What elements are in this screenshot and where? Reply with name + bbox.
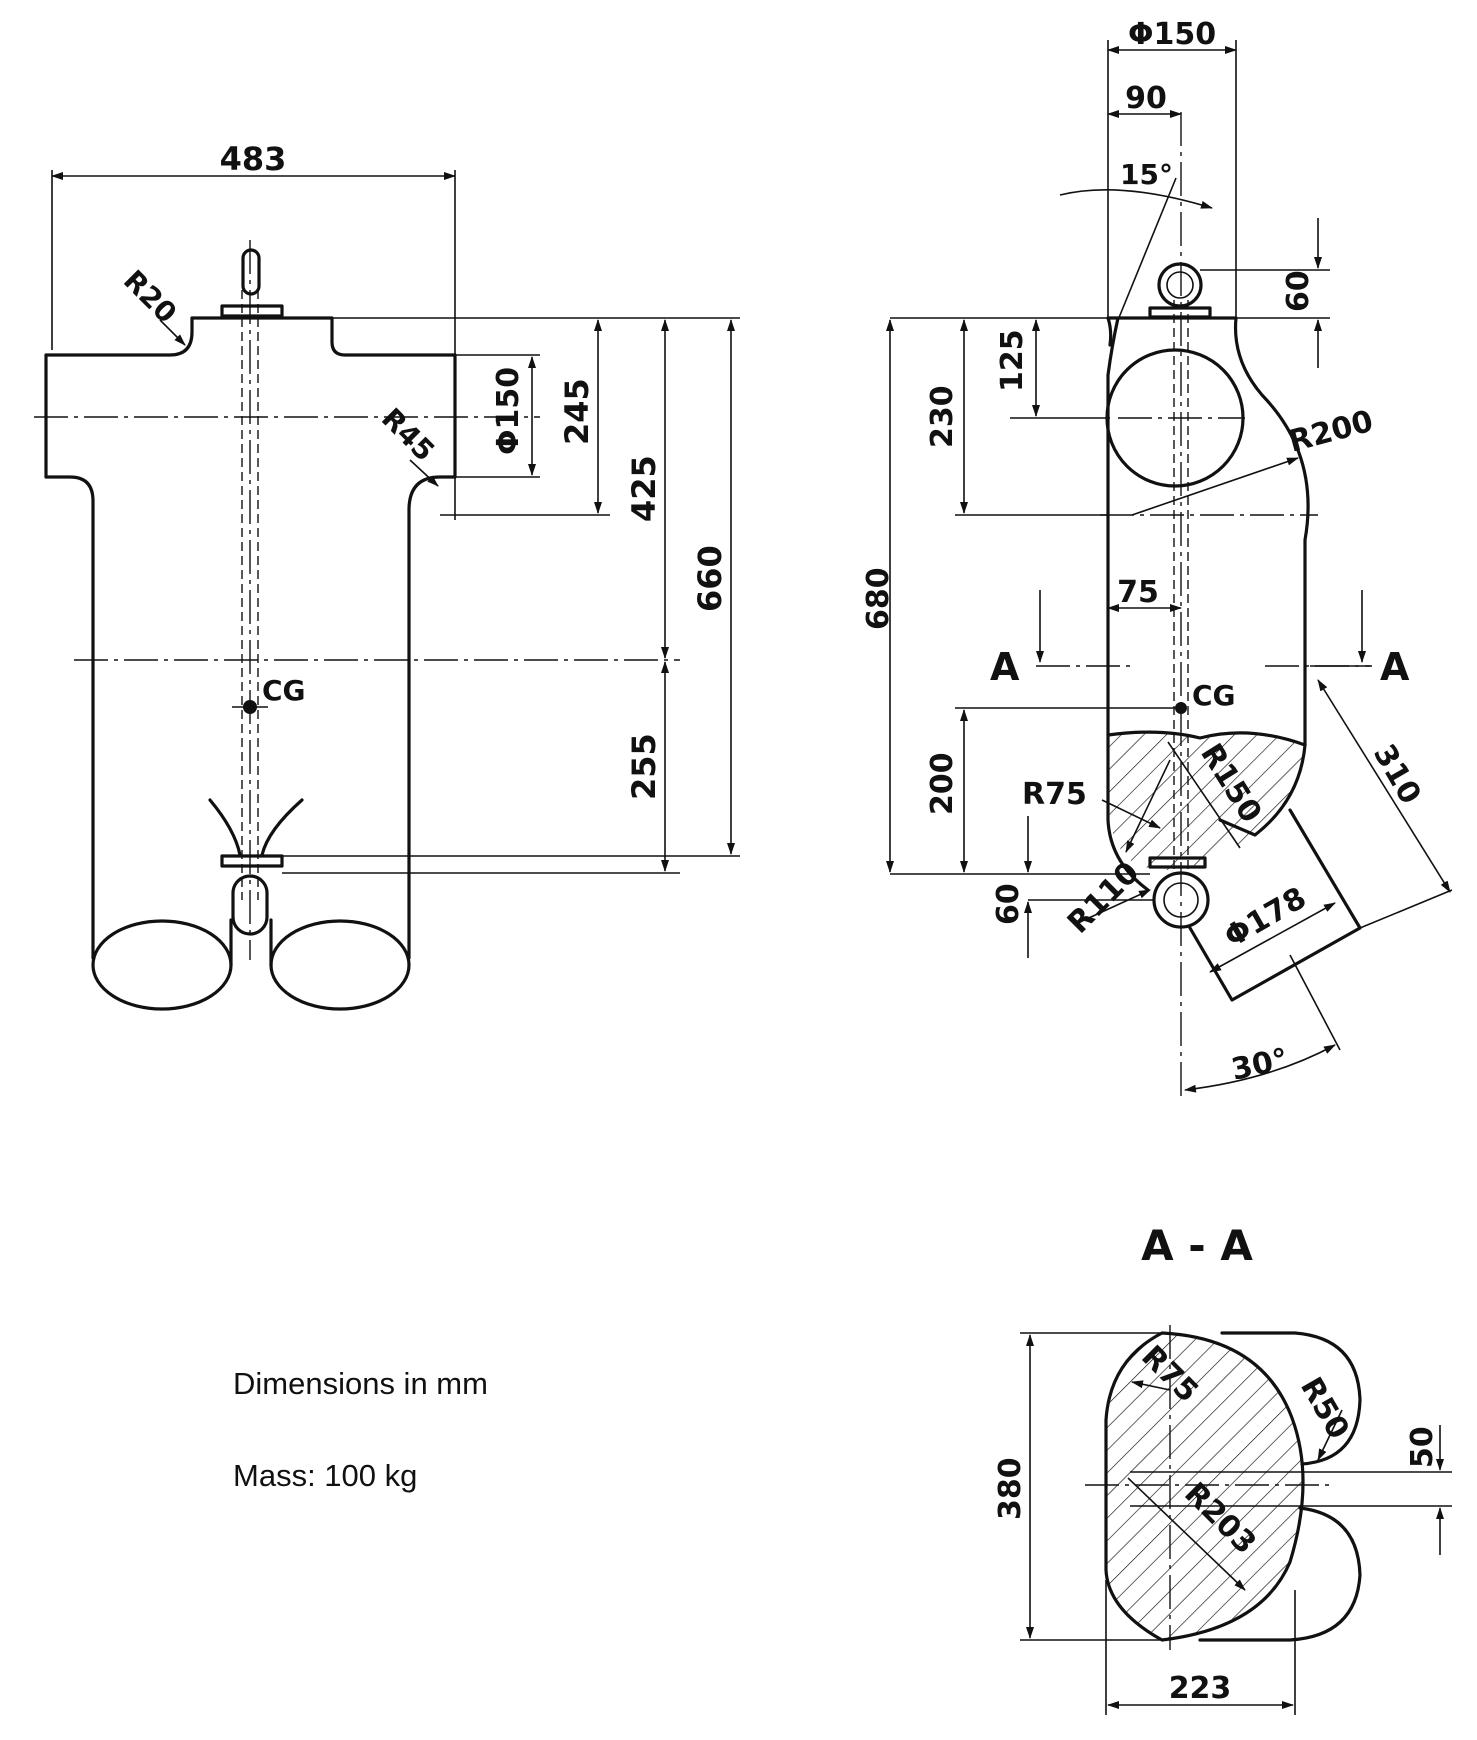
- section-view: A - A R75 R50 50 R203 380: [993, 1221, 1452, 1715]
- section-dim-50: 50: [1405, 1426, 1440, 1468]
- section-dim-223: 223: [1169, 1671, 1232, 1706]
- angle-15: 15°: [1120, 158, 1173, 191]
- r75-label: R75: [1022, 777, 1087, 812]
- side-dia-150: Φ150: [1128, 17, 1216, 52]
- r200-label: R200: [1285, 404, 1377, 460]
- dia-178: Φ178: [1219, 881, 1313, 955]
- dim-125: 125: [995, 329, 1030, 392]
- section-mark-right: A: [1380, 645, 1410, 689]
- side-cg-label: CG: [1192, 679, 1236, 712]
- dim-425: 425: [625, 455, 663, 522]
- dim-660: 660: [691, 545, 729, 612]
- r20-label: R20: [117, 264, 183, 330]
- side-view: Φ150 90 15° 60 125 230 R200 680 75: [861, 17, 1453, 1100]
- dimensions-note: Dimensions in mm: [233, 1366, 488, 1401]
- front-view: CG 483 R20 R45 Φ150 245 425 255 660: [34, 140, 740, 1011]
- dim-60-bottom: 60: [991, 883, 1026, 925]
- front-cg-label: CG: [262, 674, 306, 707]
- r45-label: R45: [375, 402, 441, 468]
- dim-680: 680: [861, 567, 896, 630]
- dim-310: 310: [1366, 739, 1428, 811]
- dim-75: 75: [1117, 575, 1159, 610]
- dim-255: 255: [625, 733, 663, 800]
- section-mark-left: A: [990, 645, 1020, 689]
- mass-note: Mass: 100 kg: [233, 1458, 418, 1493]
- section-title: A - A: [1141, 1221, 1253, 1270]
- dim-200: 200: [925, 752, 960, 815]
- section-r50: R50: [1293, 1372, 1356, 1446]
- front-dia-150: Φ150: [491, 367, 526, 455]
- dim-60-top: 60: [1281, 270, 1316, 312]
- section-dim-380: 380: [993, 1457, 1028, 1520]
- dim-230: 230: [925, 385, 960, 448]
- dim-245: 245: [558, 378, 596, 445]
- angle-30: 30°: [1228, 1042, 1291, 1088]
- dim-90: 90: [1125, 81, 1167, 116]
- dim-483: 483: [220, 140, 287, 178]
